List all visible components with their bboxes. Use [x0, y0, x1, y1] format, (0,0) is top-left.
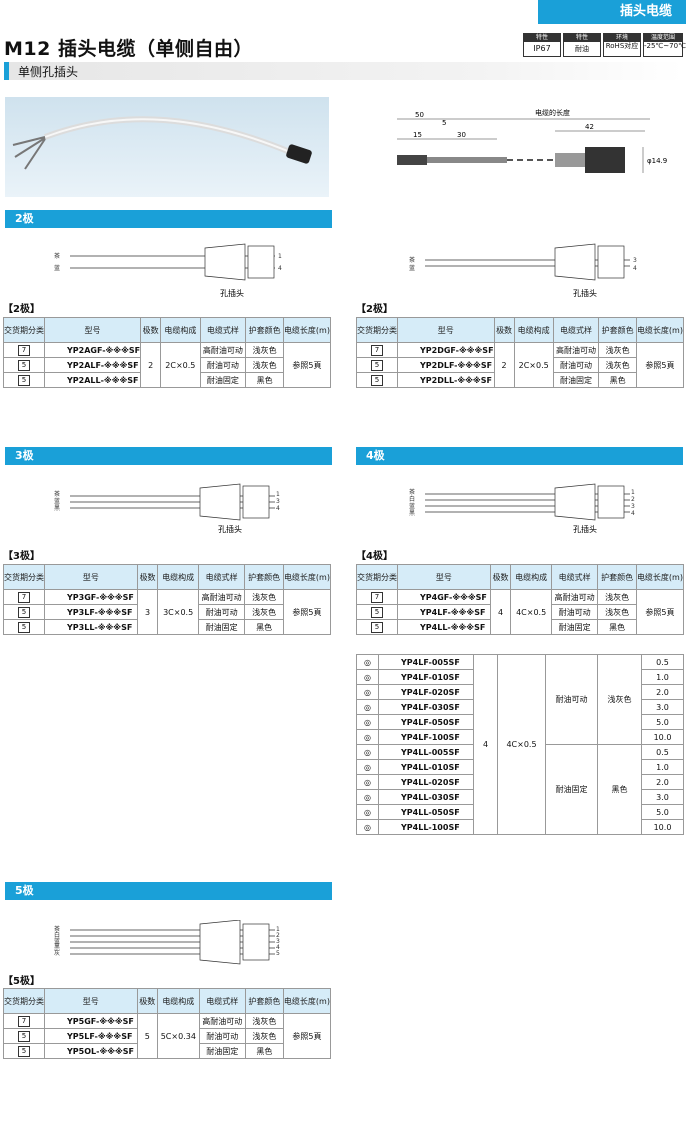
- wiring-diagram-3pole: 茶 蓝 黑 1 3 4 孔插头: [54, 483, 280, 534]
- svg-text:1: 1: [278, 253, 282, 260]
- plug-label: 孔插头: [220, 288, 244, 298]
- svg-text:蓝: 蓝: [54, 497, 60, 505]
- svg-text:2: 2: [631, 496, 635, 503]
- svg-text:3: 3: [276, 498, 280, 505]
- caption-5pole: 【5极】: [3, 976, 40, 987]
- svg-text:黑: 黑: [54, 944, 60, 951]
- svg-text:茶: 茶: [54, 490, 60, 498]
- svg-text:4: 4: [276, 505, 280, 512]
- svg-text:1: 1: [276, 926, 280, 933]
- svg-text:2: 2: [276, 932, 280, 939]
- product-photo: [5, 97, 329, 197]
- spec-temp: 温度范围-25℃~70℃: [643, 33, 686, 57]
- svg-text:蓝: 蓝: [54, 937, 60, 945]
- svg-text:4: 4: [633, 265, 637, 272]
- svg-text:孔插头: 孔插头: [573, 524, 597, 534]
- svg-text:蓝: 蓝: [409, 264, 415, 272]
- svg-text:茶: 茶: [409, 256, 415, 264]
- svg-text:茶: 茶: [54, 925, 60, 933]
- subtitle-bar: 单侧孔插头: [4, 62, 683, 80]
- wiring-diagram-4pole: 茶 白 蓝 黑 1 2 3 4 孔插头: [409, 483, 635, 534]
- svg-text:黑: 黑: [54, 505, 60, 512]
- wiring-diagram-2pole-a: 茶 蓝 1 4 孔插头: [54, 243, 282, 298]
- svg-text:蓝: 蓝: [54, 264, 60, 272]
- section-bar-4pole: 4极: [356, 447, 683, 465]
- svg-text:茶: 茶: [409, 488, 415, 496]
- category-tab: 插头电缆: [538, 0, 686, 24]
- svg-text:蓝: 蓝: [409, 502, 415, 510]
- svg-text:4: 4: [276, 944, 280, 951]
- svg-text:3: 3: [631, 503, 635, 510]
- caption-4pole: 【4极】: [356, 551, 393, 562]
- svg-text:1: 1: [276, 491, 280, 498]
- dim-15: 15: [413, 131, 422, 139]
- page-title: M12 插头电缆（单侧自由）: [4, 38, 253, 60]
- caption-2pole-b: 【2极】: [356, 304, 393, 315]
- dim-42: 42: [585, 123, 594, 131]
- dim-5: 5: [442, 119, 446, 127]
- dimension-drawing: 50 5 15 30 电缆的长度 42 φ14.9: [397, 108, 667, 173]
- svg-text:3: 3: [276, 938, 280, 945]
- svg-text:3: 3: [633, 257, 637, 264]
- caption-3pole: 【3极】: [3, 551, 40, 562]
- svg-text:黑: 黑: [409, 510, 415, 517]
- svg-text:5: 5: [276, 950, 280, 957]
- svg-text:白: 白: [54, 931, 60, 939]
- subtitle: 单侧孔插头: [18, 65, 79, 79]
- svg-text:白: 白: [409, 495, 415, 503]
- spec-oil: 特性耐油: [563, 33, 601, 57]
- svg-text:孔插头: 孔插头: [573, 288, 597, 298]
- wiring-diagram-2pole-b: 茶 蓝 3 4 孔插头: [409, 243, 637, 298]
- svg-text:4: 4: [631, 510, 635, 517]
- section-bar-2pole: 2极: [5, 210, 332, 228]
- svg-text:茶: 茶: [54, 252, 60, 260]
- svg-text:1: 1: [631, 489, 635, 496]
- dim-30: 30: [457, 131, 466, 139]
- dim-cable-length: 电缆的长度: [535, 108, 570, 117]
- svg-text:灰: 灰: [54, 949, 60, 957]
- section-bar-5pole: 5极: [5, 882, 332, 900]
- dim-diameter: φ14.9: [647, 157, 667, 165]
- section-bar-3pole: 3极: [5, 447, 332, 465]
- svg-text:孔插头: 孔插头: [218, 524, 242, 534]
- caption-2pole-a: 【2极】: [3, 304, 40, 315]
- svg-text:4: 4: [278, 265, 282, 272]
- wiring-diagram-5pole: 茶 白 蓝 黑 灰 1 2 3 4 5: [54, 920, 280, 965]
- dim-50: 50: [415, 111, 424, 119]
